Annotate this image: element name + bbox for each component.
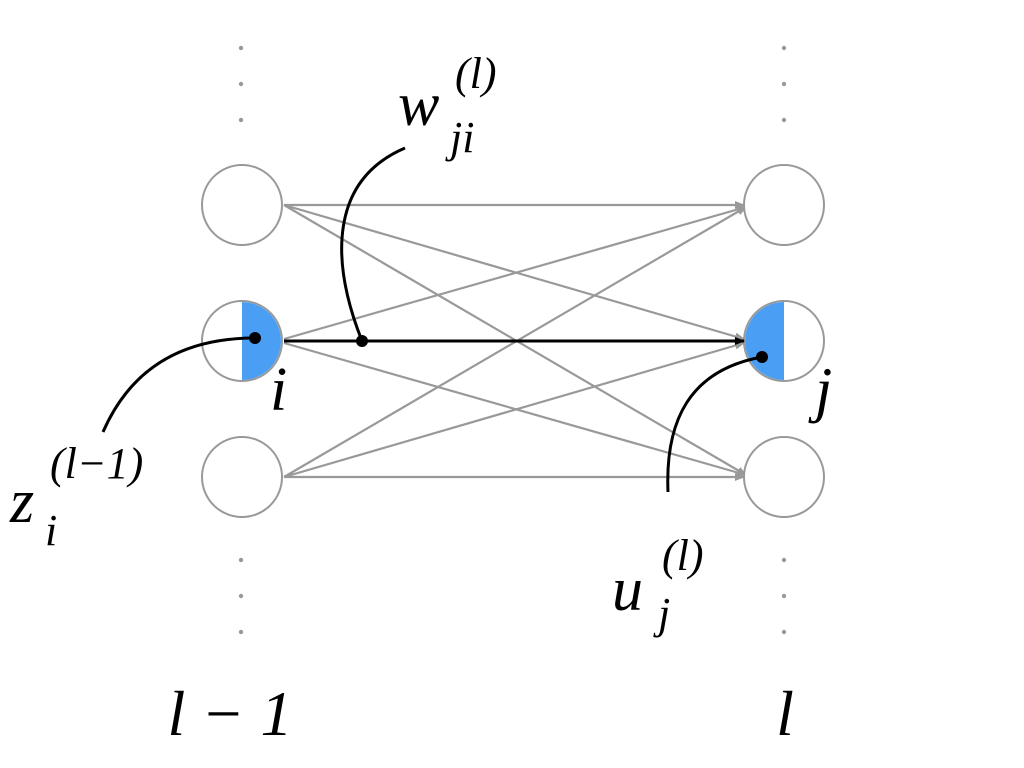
weight-label: w ji (l) [398, 49, 497, 162]
node-j-highlight [745, 302, 784, 380]
callouts [101, 146, 763, 493]
svg-text:i: i [45, 506, 57, 555]
input-label: u j (l) [612, 531, 704, 638]
node [201, 436, 283, 518]
svg-text:ji: ji [445, 113, 474, 162]
node-i-highlight [242, 302, 281, 380]
output-label: z i (l−1) [9, 439, 143, 555]
node [743, 164, 825, 246]
svg-text:z: z [9, 468, 34, 536]
edge [283, 341, 745, 479]
svg-text:u: u [612, 556, 643, 624]
svg-text:(l): (l) [455, 49, 497, 98]
node [743, 436, 825, 518]
edge [283, 203, 745, 341]
edge [283, 205, 747, 341]
svg-text:w: w [398, 71, 439, 139]
callout-dots [249, 332, 768, 363]
svg-text:(l−1): (l−1) [50, 439, 143, 488]
ellipsis-dots [238, 45, 787, 635]
svg-text:(l): (l) [662, 531, 704, 580]
right-layer-label: l [776, 678, 794, 749]
svg-text:j: j [653, 589, 670, 638]
connections [283, 201, 747, 481]
node-i-label: i [270, 356, 287, 424]
node [201, 164, 283, 246]
left-layer-label: l − 1 [168, 678, 293, 749]
